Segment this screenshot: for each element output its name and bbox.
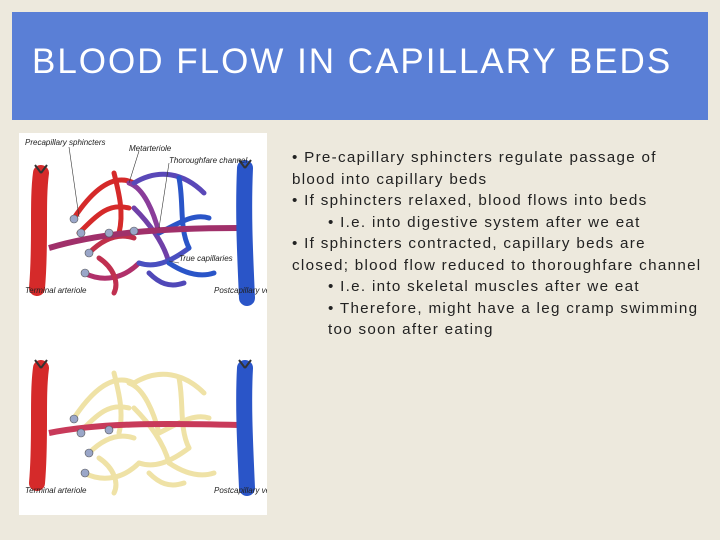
label-true-capillaries: True capillaries (179, 254, 233, 263)
bullet-subitem: • I.e. into digestive system after we ea… (328, 213, 641, 231)
bullet-list: • Pre-capillary sphincters regulate pass… (292, 147, 704, 341)
open-capillary-bed: Precapillary sphincters Metarteriole Tho… (25, 138, 267, 306)
label-precapillary: Precapillary sphincters (25, 138, 105, 147)
bullet-subitem: • I.e. into skeletal muscles after we ea… (328, 278, 640, 295)
label-terminal-arteriole: Terminal arteriole (25, 286, 87, 295)
bullet-item: • If sphincters relaxed, blood flows int… (292, 192, 648, 209)
bullet-subitem: • Therefore, might have a leg cramp swim… (328, 299, 699, 339)
label-terminal-arteriole-2: Terminal arteriole (25, 486, 87, 495)
capillary-bed-figure: Precapillary sphincters Metarteriole Tho… (19, 133, 267, 515)
capillary-diagram: Precapillary sphincters Metarteriole Tho… (25, 138, 267, 496)
slide-title: BLOOD FLOW IN CAPILLARY BEDS (32, 42, 673, 81)
label-metarteriole: Metarteriole (129, 144, 172, 153)
title-bar: BLOOD FLOW IN CAPILLARY BEDS (12, 12, 708, 120)
closed-capillary-bed: Terminal arteriole Postcapillary venule (25, 359, 267, 496)
bullet-item: • Pre-capillary sphincters regulate pass… (292, 149, 657, 188)
label-postcapillary-venule-2: Postcapillary venule (214, 486, 267, 495)
label-postcapillary-venule: Postcapillary venule (214, 286, 267, 295)
bullet-item: • If sphincters contracted, capillary be… (292, 235, 702, 274)
label-thoroughfare: Thoroughfare channel (169, 156, 248, 165)
